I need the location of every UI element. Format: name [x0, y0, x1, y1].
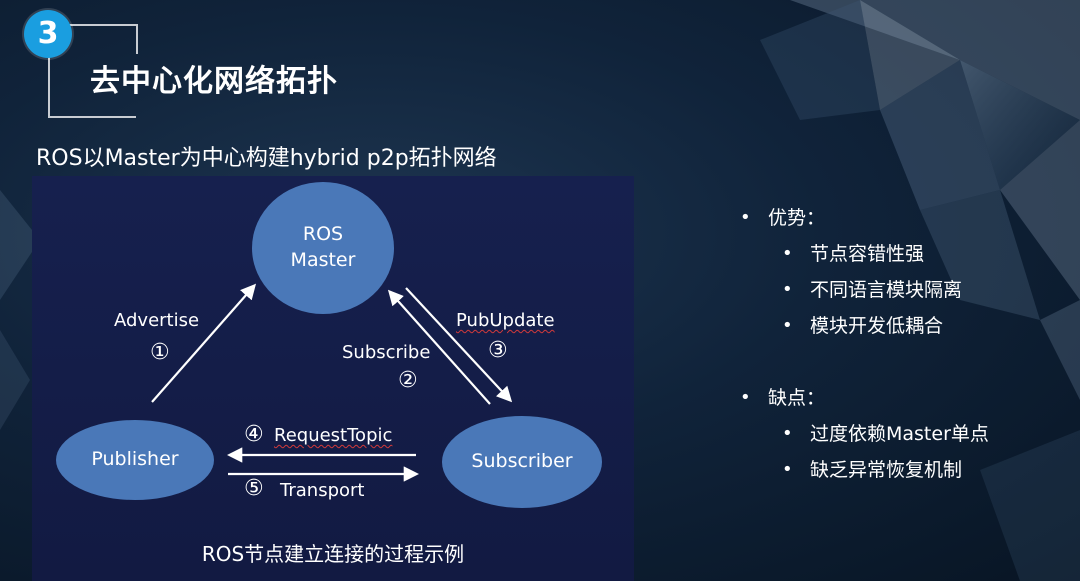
diagram-panel: ROS Master Publisher Subscriber Advertis…: [32, 176, 634, 581]
publisher-label: Publisher: [91, 448, 179, 471]
bullet-icon: •: [740, 207, 751, 228]
bullet-icon: •: [782, 423, 793, 444]
list-item: • 模块开发低耦合: [740, 308, 1060, 344]
bullet-icon: •: [740, 387, 751, 408]
cons-item: 缺乏异常恢复机制: [810, 459, 963, 481]
bullet-icon: •: [782, 315, 793, 336]
pubupdate-step-number: ③: [488, 338, 508, 363]
list-item: • 过度依赖Master单点: [740, 416, 1060, 452]
list-item: • 节点容错性强: [740, 236, 1060, 272]
publisher-node: Publisher: [56, 420, 214, 500]
title-frame: [48, 24, 138, 118]
ros-master-label-line2: Master: [290, 249, 356, 271]
advertise-step-number: ①: [150, 340, 170, 365]
request-topic-label: RequestTopic: [274, 425, 393, 446]
slide-title: 去中心化网络拓扑: [90, 64, 338, 99]
pros-item: 节点容错性强: [810, 243, 925, 265]
pros-item: 模块开发低耦合: [810, 315, 944, 337]
subscribe-arrow: [387, 289, 491, 405]
pubupdate-arrow: [405, 287, 513, 403]
pros-heading-row: • 优势：: [740, 200, 1060, 236]
diagram-caption: ROS节点建立连接的过程示例: [201, 542, 465, 566]
subscribe-step-number: ②: [398, 368, 418, 393]
pros-cons-list: • 优势： • 节点容错性强 • 不同语言模块隔离 • 模块开发低耦合 • 缺点…: [740, 200, 1060, 488]
pros-heading: 优势：: [768, 207, 826, 229]
list-item: • 不同语言模块隔离: [740, 272, 1060, 308]
list-spacer: [740, 344, 1060, 380]
pros-item: 不同语言模块隔离: [810, 279, 963, 301]
bullet-icon: •: [782, 243, 793, 264]
cons-heading: 缺点：: [768, 387, 826, 409]
cons-item: 过度依赖Master单点: [810, 423, 989, 445]
subscribe-label: Subscribe: [342, 342, 431, 363]
transport-label: Transport: [280, 480, 365, 501]
ros-master-node: ROS Master: [252, 182, 394, 314]
subscriber-label: Subscriber: [471, 450, 573, 473]
pubupdate-label: PubUpdate: [456, 310, 555, 331]
advertise-arrow: [151, 283, 257, 403]
step-number-badge: 3: [24, 10, 72, 58]
subscriber-node: Subscriber: [442, 416, 602, 508]
advertise-label: Advertise: [114, 310, 200, 331]
cons-heading-row: • 缺点：: [740, 380, 1060, 416]
list-item: • 缺乏异常恢复机制: [740, 452, 1060, 488]
bullet-icon: •: [782, 459, 793, 480]
request-topic-step-number: ④: [244, 422, 264, 447]
transport-step-number: ⑤: [244, 476, 264, 501]
diagram-arrows: [151, 283, 513, 482]
ros-master-label-line1: ROS: [302, 223, 344, 246]
bullet-icon: •: [782, 279, 793, 300]
slide-subtitle: ROS以Master为中心构建hybrid p2p拓扑网络: [36, 146, 497, 171]
